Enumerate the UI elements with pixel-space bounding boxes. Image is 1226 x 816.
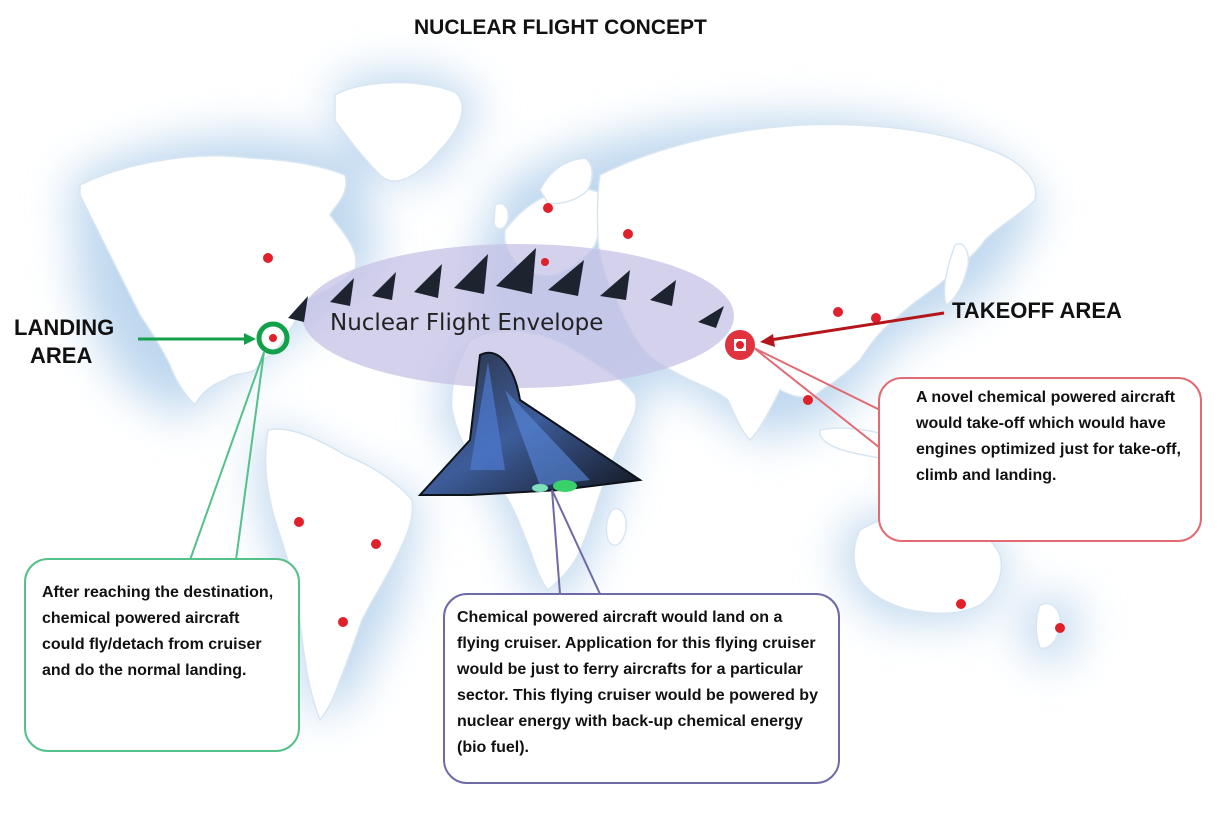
takeoff-area-marker [725, 330, 755, 360]
aircraft-formation [288, 248, 724, 328]
madagascar [605, 508, 628, 546]
city-dots [263, 203, 1065, 633]
landing-area-line1: LANDING [14, 315, 115, 340]
envelope-label: Nuclear Flight Envelope [330, 310, 604, 336]
uk [493, 202, 510, 230]
takeoff-arrow [760, 311, 945, 347]
aircraft-icon [548, 260, 584, 296]
aircraft-icon [600, 270, 630, 300]
aircraft-icon [414, 264, 442, 298]
aircraft-icon [288, 296, 308, 322]
takeoff-callout-connector [753, 347, 881, 449]
aircraft-icon [330, 278, 354, 306]
aircraft-icon [372, 272, 396, 300]
north-america [79, 155, 357, 407]
new-zealand [1035, 603, 1061, 649]
greenland [334, 81, 463, 182]
japan [943, 243, 970, 307]
aircraft-icon [454, 254, 488, 294]
flying-cruiser [417, 351, 643, 496]
landing-area-label: LANDING AREA [14, 314, 114, 370]
landing-callout-connector [189, 351, 265, 561]
aircraft-icon [496, 248, 536, 294]
scandinavia [539, 157, 593, 205]
cruiser-callout-connector [551, 489, 601, 595]
landing-area-marker [256, 321, 290, 355]
takeoff-area-label: TAKEOFF AREA [952, 298, 1122, 323]
landing-area-line2: AREA [30, 343, 93, 368]
aircraft-icon [650, 280, 676, 306]
takeoff-callout: A novel chemical powered aircraft would … [878, 377, 1202, 542]
landing-arrow [138, 333, 256, 345]
aircraft-icon [698, 306, 724, 328]
page-title: NUCLEAR FLIGHT CONCEPT [414, 16, 707, 39]
landing-callout: After reaching the destination, chemical… [24, 558, 300, 752]
cruiser-callout: Chemical powered aircraft would land on … [443, 593, 840, 784]
